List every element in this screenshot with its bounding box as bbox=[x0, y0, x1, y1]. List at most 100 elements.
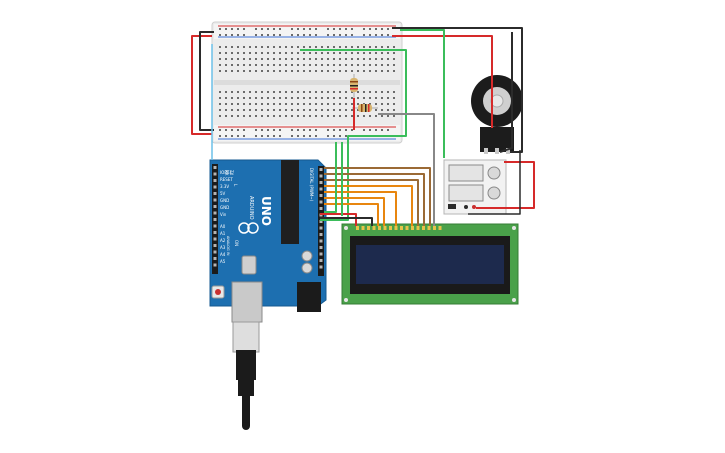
digital-pin[interactable] bbox=[319, 259, 323, 262]
power-supply-module[interactable] bbox=[443, 159, 507, 215]
lcd-pin[interactable] bbox=[372, 226, 376, 230]
terminal-hole bbox=[231, 91, 233, 93]
terminal-hole bbox=[285, 103, 287, 105]
resistor-horizontal[interactable] bbox=[352, 104, 378, 112]
lcd-pin[interactable] bbox=[367, 226, 370, 230]
potentiometer[interactable] bbox=[471, 75, 523, 154]
arduino-uno[interactable]: UNO ARDUINO DIGITAL (PWM~) TX RX L ON AN… bbox=[209, 159, 327, 323]
digital-pin[interactable] bbox=[319, 233, 323, 236]
digital-pin[interactable] bbox=[319, 220, 323, 223]
digital-pin[interactable] bbox=[319, 200, 323, 204]
terminal-hole bbox=[279, 52, 281, 54]
terminal-hole bbox=[231, 52, 233, 54]
power-pin[interactable] bbox=[213, 172, 217, 176]
power-pin[interactable] bbox=[213, 198, 217, 202]
terminal-hole bbox=[381, 97, 383, 99]
lcd-pin[interactable] bbox=[427, 226, 431, 230]
wire-orange-3 bbox=[324, 197, 385, 226]
terminal-hole bbox=[243, 109, 245, 111]
power-pin[interactable] bbox=[213, 192, 217, 195]
digital-pin[interactable] bbox=[319, 168, 323, 171]
terminal-hole bbox=[255, 70, 257, 72]
terminal-hole bbox=[351, 97, 353, 99]
knob-top[interactable] bbox=[487, 166, 501, 180]
rail-hole bbox=[303, 28, 305, 30]
lcd-pin[interactable] bbox=[405, 226, 409, 230]
knob-bottom[interactable] bbox=[487, 186, 501, 200]
terminal-hole bbox=[309, 115, 311, 117]
power-pin[interactable] bbox=[213, 237, 217, 241]
lcd-pin[interactable] bbox=[383, 226, 387, 230]
lcd-pin[interactable] bbox=[400, 226, 403, 230]
digital-pin[interactable] bbox=[319, 265, 323, 269]
rail-hole bbox=[351, 129, 353, 131]
terminal-hole bbox=[285, 115, 287, 117]
digital-pin[interactable] bbox=[319, 246, 323, 249]
lcd-pin[interactable] bbox=[394, 226, 398, 230]
rail-hole bbox=[225, 129, 227, 131]
wire-brown-3 bbox=[324, 179, 419, 226]
power-pin[interactable] bbox=[213, 211, 217, 215]
lcd-pin[interactable] bbox=[416, 226, 420, 230]
terminal-hole bbox=[375, 64, 377, 66]
digital-pin[interactable] bbox=[319, 252, 323, 256]
terminal-hole bbox=[357, 97, 359, 99]
power-pin[interactable] bbox=[213, 250, 217, 254]
lcd-pin[interactable] bbox=[356, 226, 359, 230]
terminal-hole bbox=[297, 91, 299, 93]
power-pin[interactable] bbox=[213, 263, 217, 267]
terminal-hole bbox=[327, 46, 329, 48]
breadboard-top-rail bbox=[214, 24, 400, 39]
lcd-pin[interactable] bbox=[433, 226, 436, 230]
resistor-vertical[interactable] bbox=[350, 74, 358, 98]
power-pin[interactable] bbox=[213, 218, 217, 221]
terminal-hole bbox=[381, 52, 383, 54]
terminal-hole bbox=[309, 97, 311, 99]
rail-hole bbox=[351, 34, 353, 36]
terminal-hole bbox=[315, 97, 317, 99]
power-pin[interactable] bbox=[213, 224, 217, 228]
terminal-hole bbox=[303, 109, 305, 111]
terminal-hole bbox=[267, 115, 269, 117]
lcd-pin[interactable] bbox=[389, 226, 392, 230]
power-pin[interactable] bbox=[213, 257, 217, 260]
arduino-pins bbox=[213, 166, 323, 269]
terminal-hole bbox=[249, 109, 251, 111]
lcd-16x2[interactable] bbox=[341, 223, 519, 305]
terminal-hole bbox=[327, 58, 329, 60]
terminal-hole bbox=[315, 103, 317, 105]
usb-port[interactable] bbox=[231, 281, 263, 323]
terminal-hole bbox=[249, 46, 251, 48]
power-jack[interactable] bbox=[297, 282, 321, 312]
lcd-pin[interactable] bbox=[438, 226, 442, 230]
terminal-hole bbox=[339, 70, 341, 72]
lcd-pin[interactable] bbox=[411, 226, 414, 230]
digital-pin[interactable] bbox=[319, 181, 323, 184]
power-pin[interactable] bbox=[213, 205, 217, 208]
power-pin[interactable] bbox=[213, 179, 217, 182]
digital-pin[interactable] bbox=[319, 226, 323, 230]
power-pin[interactable] bbox=[213, 231, 217, 234]
lcd-pin[interactable] bbox=[422, 226, 425, 230]
terminal-hole bbox=[249, 103, 251, 105]
breadboard[interactable] bbox=[211, 21, 403, 144]
digital-pin[interactable] bbox=[319, 194, 323, 197]
digital-pin[interactable] bbox=[319, 239, 323, 243]
lcd-pin[interactable] bbox=[378, 226, 381, 230]
digital-pin[interactable] bbox=[319, 174, 323, 178]
terminal-hole bbox=[303, 52, 305, 54]
terminal-hole bbox=[237, 70, 239, 72]
lcd-pin[interactable] bbox=[361, 226, 365, 230]
power-pin[interactable] bbox=[213, 244, 217, 247]
digital-pin[interactable] bbox=[319, 207, 323, 210]
digital-pin[interactable] bbox=[319, 187, 323, 191]
terminal-hole bbox=[327, 115, 329, 117]
terminal-hole bbox=[267, 64, 269, 66]
terminal-hole bbox=[243, 70, 245, 72]
power-pin[interactable] bbox=[213, 185, 217, 189]
rail-hole bbox=[333, 135, 335, 137]
power-pin[interactable] bbox=[213, 166, 217, 169]
terminal-hole bbox=[237, 52, 239, 54]
wire-red-top bbox=[392, 35, 493, 128]
